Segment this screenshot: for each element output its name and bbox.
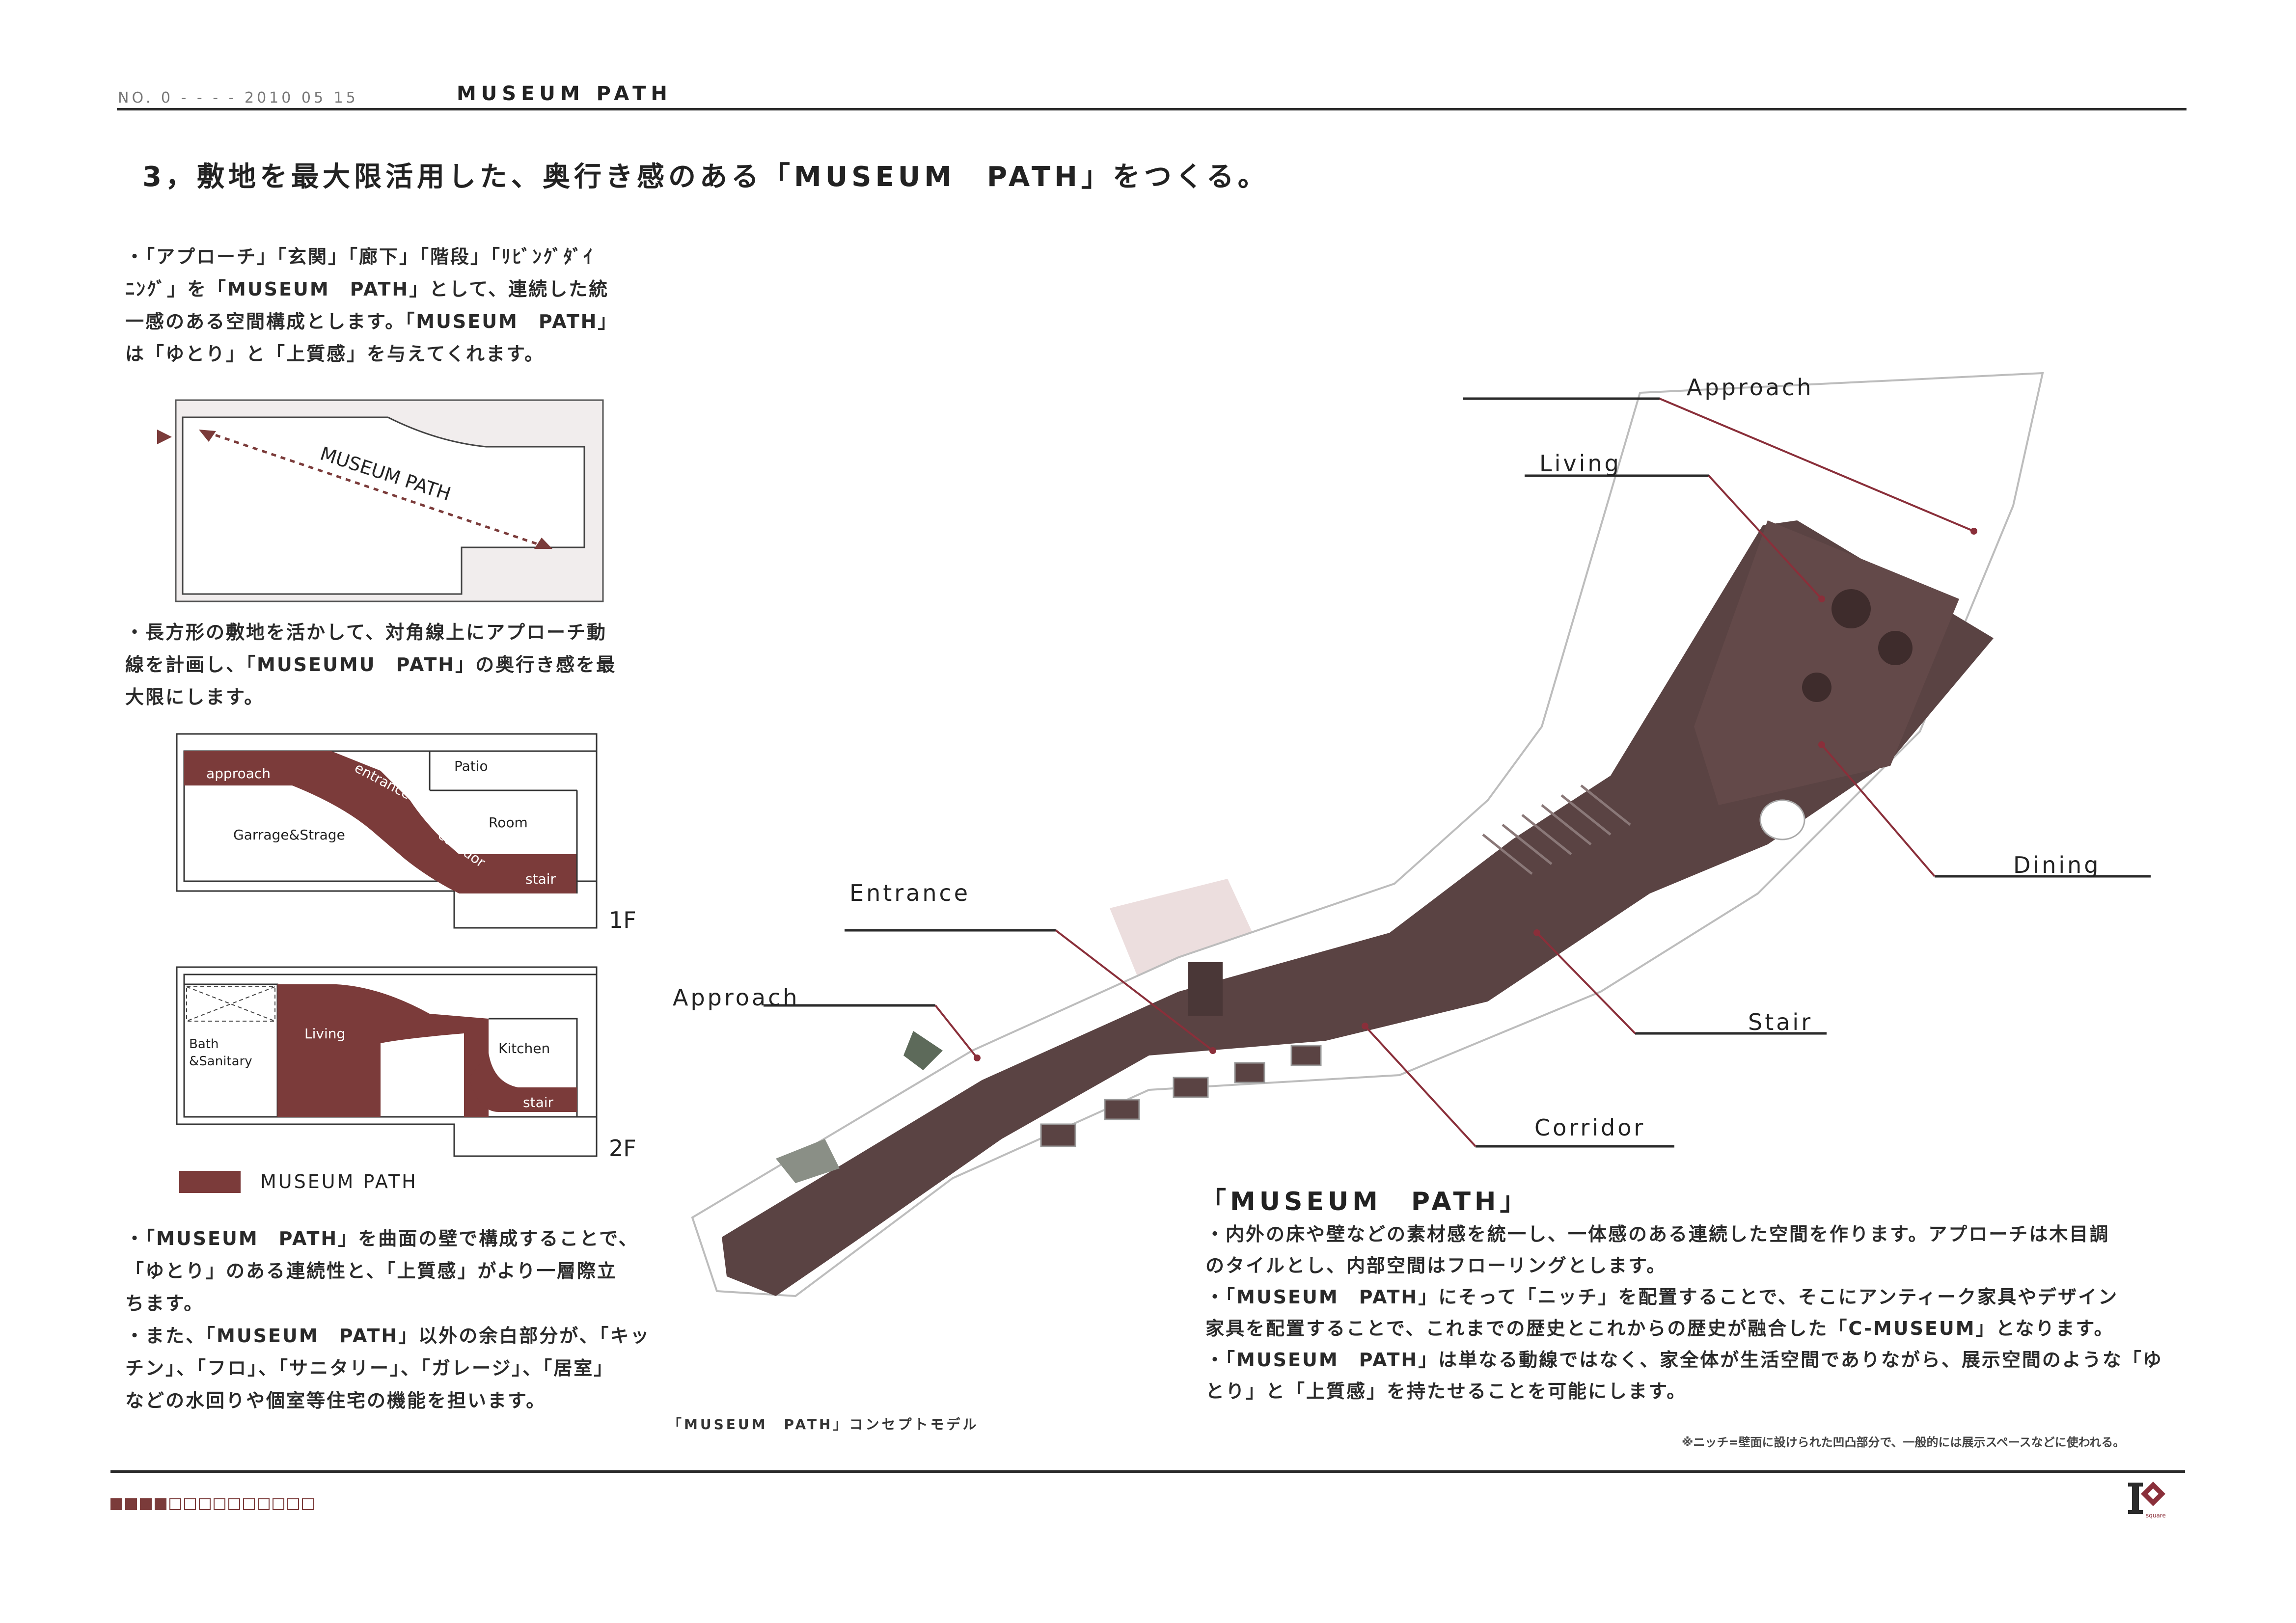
legend-label: MUSEUM PATH xyxy=(260,1171,418,1192)
label-room: Room xyxy=(489,814,528,831)
footer-rule xyxy=(110,1470,2185,1473)
model-caption: 「MUSEUM PATH」コンセプトモデル xyxy=(668,1416,979,1433)
progress-square xyxy=(287,1498,299,1510)
progress-square xyxy=(228,1498,240,1510)
label-dining-model: Dining xyxy=(2013,852,2101,878)
logo-text: square xyxy=(2146,1512,2166,1519)
label-dining: Dining xyxy=(398,1040,442,1056)
main-heading: 3，敷地を最大限活用した、奥行き感のある「MUSEUM PATH」をつくる。 xyxy=(142,161,1269,193)
progress-square xyxy=(199,1498,211,1510)
wall-paragraph: ・「MUSEUM PATH」を曲面の壁で構成することで、 「ゆとり」のある連続性… xyxy=(125,1228,651,1411)
company-logo: square xyxy=(2126,1478,2170,1522)
label-sanitary: &Sanitary xyxy=(189,1054,252,1069)
concept-model-illustration xyxy=(691,372,2151,1298)
floor-label-2f: 2F xyxy=(609,1135,636,1162)
label-approach: approach xyxy=(206,765,271,782)
label-approach-top: Approach xyxy=(1687,374,1814,401)
niche-note: ※ニッチ=壁面に設けられた凹凸部分で、一般的には展示スペースなどに使われる。 xyxy=(1682,1435,2125,1449)
concept-title: 「MUSEUM PATH」 xyxy=(1201,1187,1530,1217)
logo-icon xyxy=(2128,1482,2165,1514)
plan-1f: approach entrance corridor stair Patio R… xyxy=(176,733,636,933)
label-corridor-model: Corridor xyxy=(1534,1114,1646,1141)
plan-2f: Bath &Sanitary Living Dining Kitchen sta… xyxy=(176,966,636,1162)
label-stair-2f: stair xyxy=(523,1094,554,1110)
label-stair: stair xyxy=(525,871,556,887)
label-approach-bottom: Approach xyxy=(673,984,800,1011)
progress-square xyxy=(243,1498,255,1510)
progress-square xyxy=(125,1498,137,1510)
progress-square xyxy=(155,1498,166,1510)
concept-body: ・内外の床や壁などの素材感を統一し、一体感のある連続した空間を作ります。アプロー… xyxy=(1205,1223,2163,1402)
entry-arrow-icon xyxy=(157,430,172,444)
label-kitchen: Kitchen xyxy=(498,1040,550,1056)
label-living: Living xyxy=(304,1026,345,1042)
progress-square xyxy=(302,1498,314,1510)
site-paragraph: ・長方形の敷地を活かして、対角線上にアプローチ動 線を計画し、「MUSEUMU … xyxy=(125,622,617,708)
floor-label-1f: 1F xyxy=(609,907,636,933)
label-living-model: Living xyxy=(1539,450,1621,477)
progress-square xyxy=(258,1498,270,1510)
progress-square xyxy=(184,1498,196,1510)
label-garage: Garrage&Strage xyxy=(233,827,345,843)
page-progress-indicator xyxy=(110,1498,314,1510)
label-patio: Patio xyxy=(454,758,488,774)
intro-paragraph: ・「アプローチ」「玄関」「廊下」「階段」「ﾘﾋﾞﾝｸﾞﾀﾞｲ ﾆﾝｸﾞ」を「MU… xyxy=(125,246,618,365)
label-entrance-model: Entrance xyxy=(849,880,971,906)
progress-square xyxy=(214,1498,225,1510)
progress-square xyxy=(169,1498,181,1510)
progress-square xyxy=(110,1498,122,1510)
doc-code: NO. 0 - - - - 2010 05 15 xyxy=(118,89,358,107)
site-diagonal-diagram: MUSEUM PATH xyxy=(157,399,604,602)
progress-square xyxy=(273,1498,284,1510)
label-bath: Bath xyxy=(189,1037,219,1052)
legend-swatch xyxy=(179,1171,241,1193)
progress-square xyxy=(140,1498,152,1510)
section-title: MUSEUM PATH xyxy=(457,82,672,105)
header-rule xyxy=(117,108,2187,110)
label-stair-model: Stair xyxy=(1748,1009,1813,1035)
